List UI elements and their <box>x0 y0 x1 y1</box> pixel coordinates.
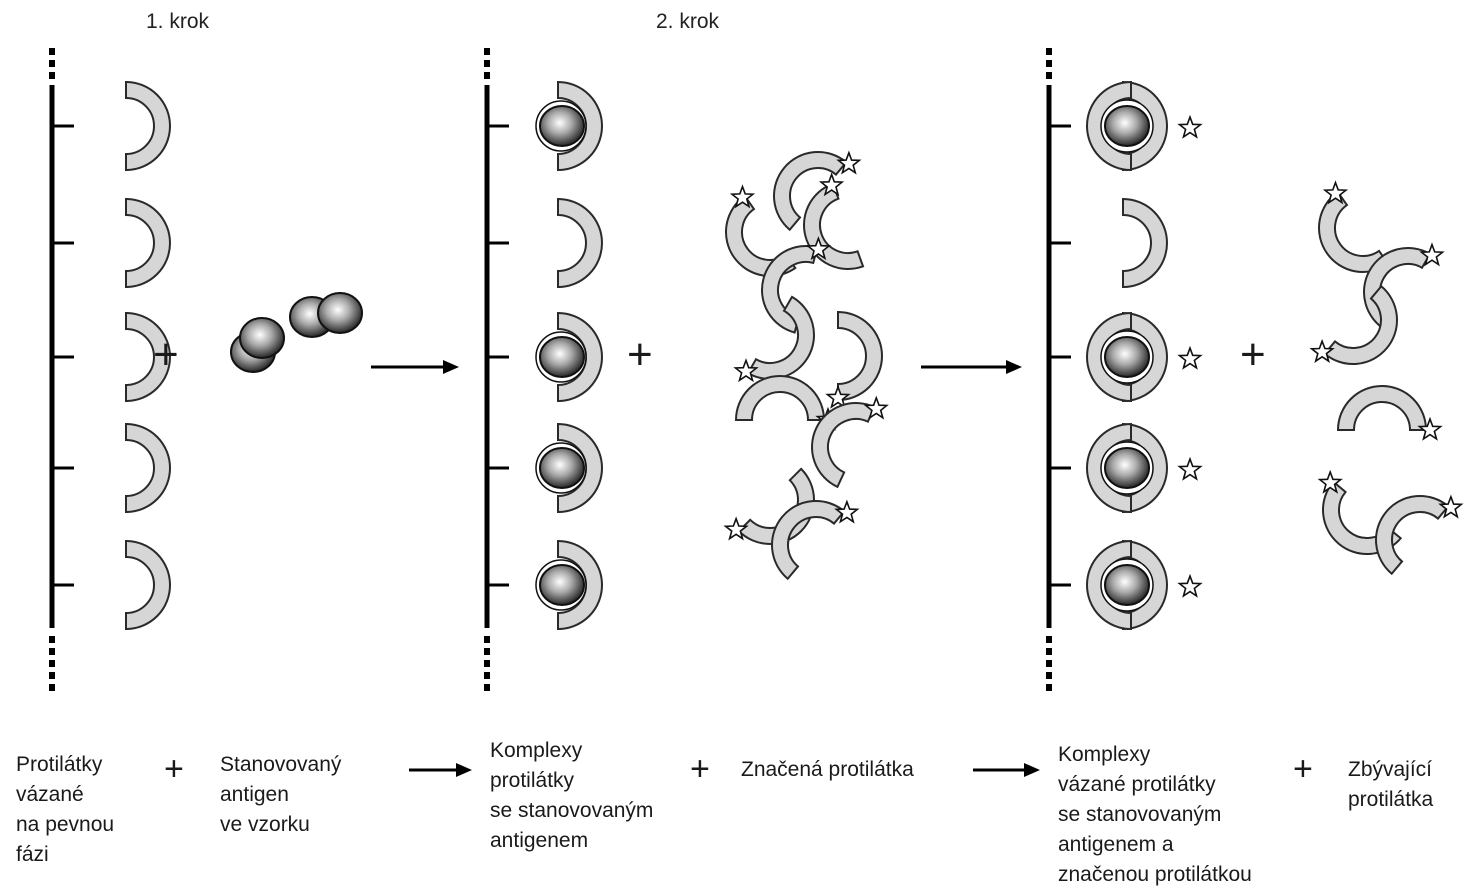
solid-phase-dot <box>1046 60 1052 67</box>
solid-phase-dot <box>1046 636 1052 643</box>
arrows-layer <box>371 360 1040 777</box>
label-star-icon <box>1440 497 1461 517</box>
bound-antigen-ball <box>540 337 584 377</box>
labeled-antibody <box>1312 286 1415 382</box>
plus-sign-1: + <box>153 338 179 372</box>
step-1-title: 1. krok <box>146 10 209 34</box>
label-star-icon <box>1180 459 1201 479</box>
bound-antigen-ball <box>1105 565 1149 605</box>
bound-antibody <box>1123 199 1167 287</box>
label-star-icon <box>838 153 859 173</box>
labeled-antibody <box>1358 478 1461 574</box>
caption-remaining: Zbývající protilátka <box>1348 755 1433 815</box>
labeled-antibody-cup <box>1338 386 1426 430</box>
label-star-icon <box>1180 576 1201 596</box>
solid-phase-dot <box>1046 684 1052 691</box>
caption-complexes: Komplexy protilátky se stanovovaným anti… <box>490 736 653 856</box>
solid-phase-dot <box>1046 72 1052 79</box>
caption-plus-3: + <box>1293 752 1313 786</box>
bound-antigen-ball <box>1105 106 1149 146</box>
solid-phase-dot <box>484 60 490 67</box>
solid-phase-dot <box>484 648 490 655</box>
solid-phase-dot <box>484 72 490 79</box>
solid-phase-dot <box>1046 672 1052 679</box>
caption-arrow-2 <box>973 763 1040 777</box>
labeled-antibody-cup <box>838 312 882 400</box>
solid-phase-dot <box>49 648 55 655</box>
bound-antigen-ball <box>1105 448 1149 488</box>
plus-sign-3: + <box>1240 338 1266 372</box>
solid-phase-dot <box>49 660 55 667</box>
labeled-antibody <box>1338 386 1441 439</box>
solid-phase-dot <box>484 48 490 55</box>
solid-phase-dot <box>49 636 55 643</box>
solid-phase-2 <box>484 48 509 691</box>
solid-phase-dot <box>49 684 55 691</box>
arrow-head <box>456 763 472 777</box>
antigen-ball <box>240 318 284 358</box>
label-star-icon <box>1180 348 1201 368</box>
arrow-head <box>1006 360 1022 374</box>
label-star-icon <box>1180 117 1201 137</box>
labeled-antibody <box>792 175 863 282</box>
bound-antibody <box>558 199 602 287</box>
bound-antibody <box>126 82 170 170</box>
arrow-head <box>443 360 459 374</box>
solid-phase-dot <box>484 672 490 679</box>
label-star-icon <box>836 502 857 522</box>
arrow-step-1 <box>371 360 459 374</box>
solid-phase-dot <box>49 60 55 67</box>
solid-phase-dot <box>484 684 490 691</box>
solid-phase-dot <box>484 636 490 643</box>
step-2-title: 2. krok <box>656 10 719 34</box>
caption-labeled-antibody: Značená protilátka <box>741 755 914 785</box>
solid-phase-dot <box>49 672 55 679</box>
solid-phase-dot <box>1046 660 1052 667</box>
bound-antigen-ball <box>540 106 584 146</box>
bound-antigen-ball <box>540 448 584 488</box>
bound-antibody <box>126 424 170 512</box>
caption-plus-1: + <box>164 752 184 786</box>
solid-phase-3 <box>1046 48 1071 691</box>
bound-antigen-ball <box>540 565 584 605</box>
caption-antigen: Stanovovaný antigen ve vzorku <box>220 750 341 840</box>
labeled-antibody <box>752 236 829 332</box>
labeled-antibody-cup <box>736 376 824 420</box>
caption-final-complex: Komplexy vázané protilátky se stanovovan… <box>1058 740 1252 890</box>
arrow-head <box>1024 763 1040 777</box>
bound-antibody <box>126 541 170 629</box>
arrow-step-2 <box>921 360 1022 374</box>
labeled-antibody-cup <box>792 184 863 282</box>
bound-antibody <box>126 199 170 287</box>
solid-phase-dot <box>49 72 55 79</box>
plus-sign-2: + <box>627 338 653 372</box>
solid-phase-dot <box>1046 648 1052 655</box>
caption-plus-2: + <box>690 752 710 786</box>
caption-bound-antibodies: Protilátky vázané na pevnou fázi <box>16 750 114 870</box>
antigen-ball <box>318 293 362 333</box>
caption-arrow-1 <box>409 763 472 777</box>
solid-phase-dot <box>1046 48 1052 55</box>
labeled-antibody-cup <box>1358 478 1448 574</box>
solid-phase-1 <box>49 48 74 691</box>
solid-phase-dot <box>49 48 55 55</box>
labeled-antibody <box>828 312 883 407</box>
bound-antigen-ball <box>1105 337 1149 377</box>
solid-phase-dot <box>484 660 490 667</box>
